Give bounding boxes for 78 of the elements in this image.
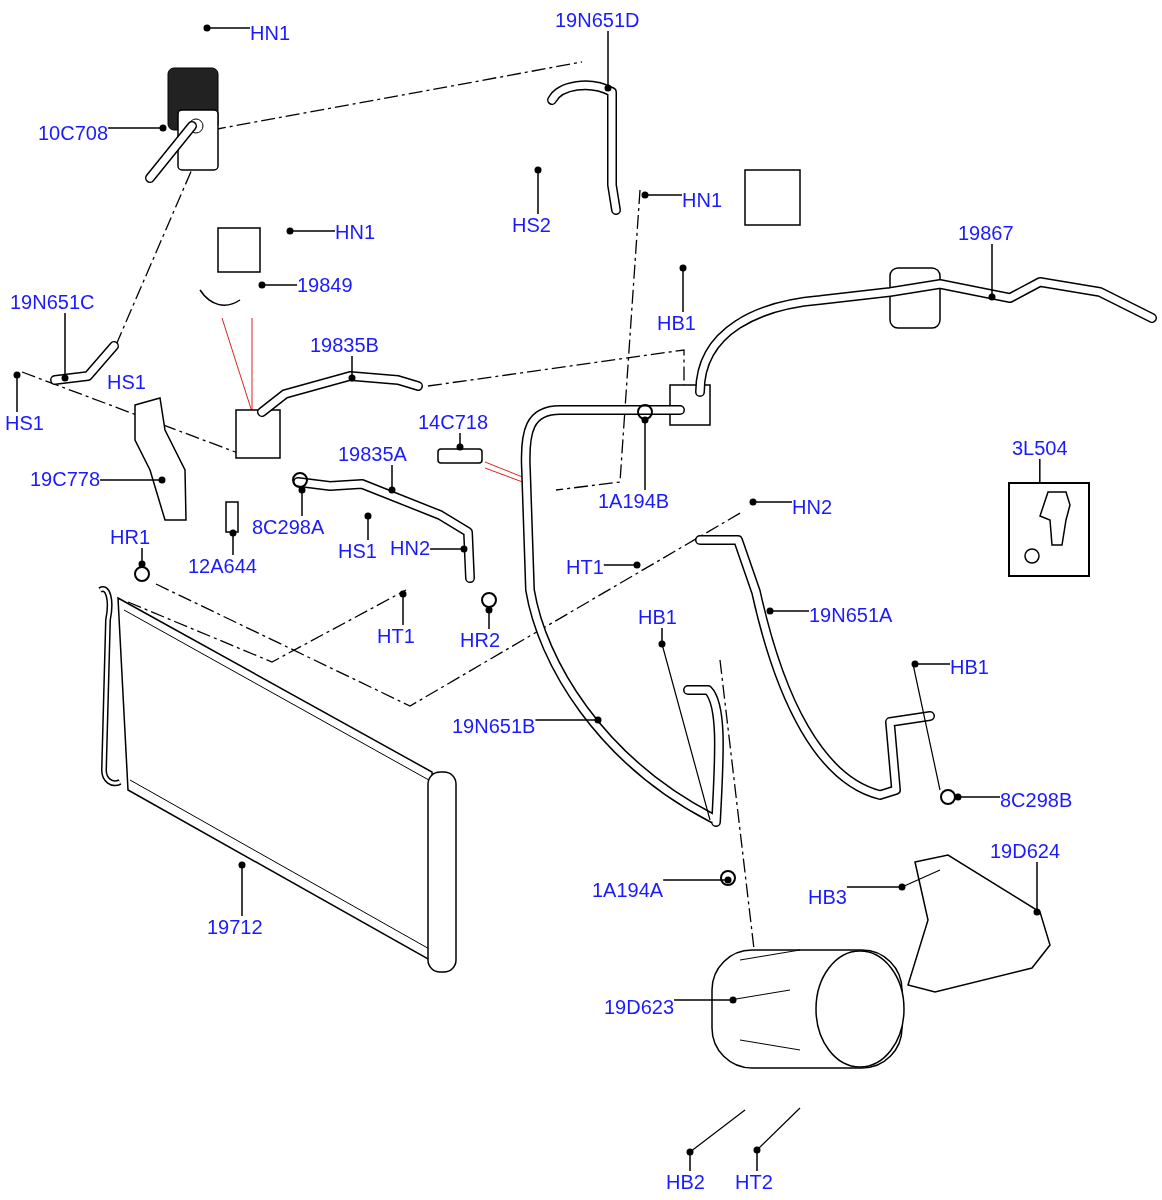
leader-line [686, 1148, 694, 1172]
callout-number: HS2 [512, 214, 551, 236]
callout-number: 19N651B [452, 715, 536, 737]
callout-number: 19867 [958, 222, 1014, 244]
leader-line [229, 529, 237, 556]
leader-line [364, 512, 372, 541]
callout-number: HN1 [250, 22, 290, 44]
callout-number: HT1 [566, 556, 604, 578]
leader-line [604, 30, 612, 92]
leader-line [348, 355, 356, 382]
callout-number: 12A644 [188, 555, 257, 577]
leader-line [954, 793, 1001, 801]
leader-line [13, 371, 21, 413]
leader-line [534, 716, 602, 724]
callout-number: 1A194B [598, 490, 670, 512]
leader-line [846, 883, 906, 891]
callout-number: HB1 [950, 656, 989, 678]
leader-line [911, 660, 951, 668]
callout-number: HN2 [792, 496, 832, 518]
callout-number: 14C718 [418, 411, 489, 433]
callout-number: 19835B [310, 334, 379, 356]
callout-number: 8C298B [1000, 789, 1073, 811]
callout-number: HN2 [390, 537, 430, 559]
callout-number: HN1 [335, 221, 375, 243]
leader-line [1033, 861, 1041, 916]
callout-number: HT2 [735, 1171, 773, 1193]
leader-line [988, 243, 996, 301]
callout-number: HS1 [338, 540, 377, 562]
callout-number: 3L504 [1012, 437, 1068, 459]
leader-line [749, 498, 793, 506]
callout-number: 19N651A [809, 604, 893, 626]
leader-line [107, 124, 167, 132]
leader-line [641, 416, 649, 491]
leader-line [138, 547, 146, 568]
callout-number: HB1 [638, 606, 677, 628]
leader-line [679, 264, 687, 313]
leader-line [603, 561, 641, 569]
leader-line [238, 861, 246, 917]
callout-number: 19712 [207, 916, 263, 938]
callout-number: 19835A [338, 443, 407, 465]
callout-number: 10C708 [38, 122, 109, 144]
callout-number: HS1 [107, 371, 146, 393]
callout-number: HT1 [377, 625, 415, 647]
callout-number: 19N651D [555, 9, 640, 31]
leader-line [641, 191, 683, 199]
leader-line [298, 486, 306, 517]
inset-frame [1008, 482, 1090, 577]
leader-line [766, 607, 810, 615]
leader-line [485, 606, 493, 630]
callout-number: 19D624 [990, 840, 1061, 862]
leader-line [429, 545, 468, 553]
leader-line [99, 476, 166, 484]
callout-number: 19D623 [604, 996, 675, 1018]
leader-line [388, 464, 396, 494]
leader-line [286, 227, 336, 235]
leader-line [456, 432, 464, 451]
callout-number: 1A194A [592, 879, 664, 901]
callout-number: HN1 [682, 189, 722, 211]
callout-number: HR1 [110, 526, 150, 548]
leader-line [258, 281, 298, 289]
leader-line [673, 996, 737, 1004]
callout-number: 19C778 [30, 468, 101, 490]
leader-line [534, 166, 542, 215]
callout-number: HR2 [460, 629, 500, 651]
leader-line [399, 590, 407, 626]
leader-line [1039, 458, 1041, 483]
leader-line [61, 312, 69, 382]
callout-number: HB1 [657, 312, 696, 334]
leader-line [753, 1146, 761, 1172]
callout-number: 8C298A [252, 516, 325, 538]
leader-line [658, 627, 666, 648]
callout-number: HS1 [5, 412, 44, 434]
callout-number: HB3 [808, 886, 847, 908]
callout-number: HB2 [666, 1171, 705, 1193]
leader-line [662, 876, 732, 884]
leader-line [203, 24, 251, 32]
callout-number: 19849 [297, 274, 353, 296]
callout-number: 19N651C [10, 291, 95, 313]
